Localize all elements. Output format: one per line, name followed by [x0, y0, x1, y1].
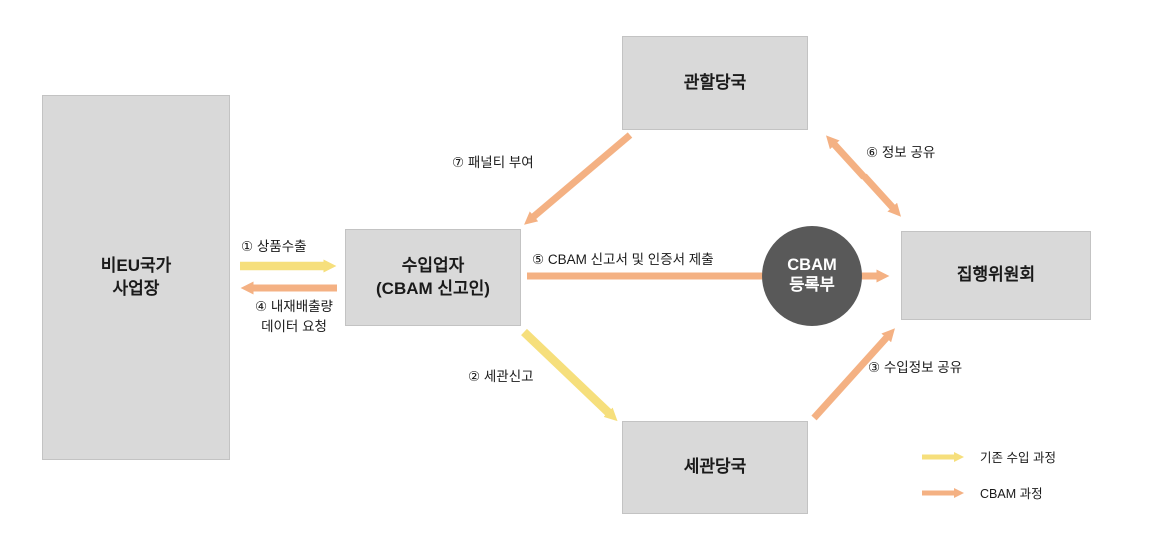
node-cbam-registry: CBAM 등록부	[762, 226, 862, 326]
node-commission-label: 집행위원회	[956, 265, 1036, 285]
arrow-customs-declaration	[521, 328, 618, 422]
arrow-info-share-down	[861, 173, 901, 217]
node-non-eu-plant: 비EU국가 사업장	[42, 95, 230, 460]
node-non-eu-plant-label: 비EU국가 사업장	[100, 255, 172, 298]
label-info-share: ⑥ 정보 공유	[866, 145, 936, 160]
legend-label-existing: 기존 수입 과정	[980, 451, 1056, 465]
legend-arrow-cbam	[922, 487, 964, 498]
node-cbam-registry-label: CBAM 등록부	[787, 256, 837, 294]
label-product-export: ① 상품수출	[241, 239, 307, 254]
label-penalty: ⑦ 패널티 부여	[452, 155, 534, 170]
node-customs-authority: 세관당국	[622, 421, 808, 514]
legend-arrow-existing	[922, 451, 964, 462]
label-cbam-declaration-submit: ⑤ CBAM 신고서 및 인증서 제출	[532, 252, 714, 267]
node-competent-authority: 관할당국	[622, 36, 808, 130]
legend-item-existing: 기존 수입 과정	[920, 447, 1056, 466]
label-customs-declaration: ② 세관신고	[468, 369, 534, 384]
node-competent-authority-label: 관할당국	[683, 72, 747, 92]
arrow-info-share-up	[825, 135, 867, 180]
arrow-penalty	[524, 132, 633, 225]
legend-item-cbam: CBAM 과정	[920, 483, 1056, 502]
label-import-info-share: ③ 수입정보 공유	[868, 360, 963, 375]
legend: 기존 수입 과정 CBAM 과정	[920, 447, 1056, 502]
node-importer: 수입업자 (CBAM 신고인)	[345, 229, 521, 326]
node-importer-label: 수입업자 (CBAM 신고인)	[376, 255, 490, 298]
legend-label-cbam: CBAM 과정	[980, 487, 1043, 501]
arrow-import-info-share	[811, 328, 895, 421]
label-emissions-data-request: ④ 내재배출량 데이터 요청	[255, 299, 333, 335]
node-commission: 집행위원회	[901, 231, 1091, 320]
node-customs-authority-label: 세관당국	[683, 457, 747, 477]
